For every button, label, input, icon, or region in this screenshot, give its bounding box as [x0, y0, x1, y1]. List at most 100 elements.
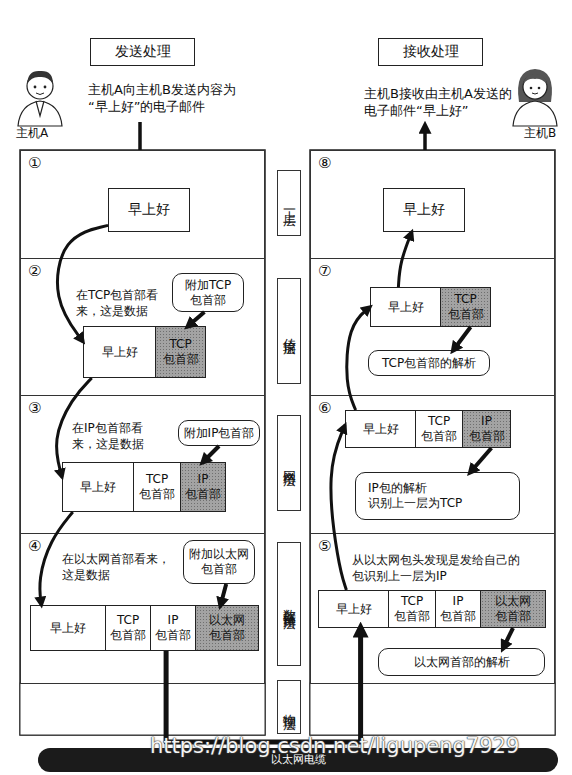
box-text: 以太网电缆: [271, 753, 326, 767]
box-text: 早上好: [403, 201, 445, 219]
host-b-figure: [513, 69, 557, 126]
box-text: TCP 包首部: [156, 337, 205, 367]
figure-eye: [34, 86, 37, 89]
header-arrow: [188, 312, 204, 326]
figure-fringe: [523, 74, 547, 84]
host-a-figure: [18, 71, 62, 126]
box-text: 早上好: [50, 621, 86, 636]
payload-cell: TCP 包首部: [105, 605, 151, 651]
figure-eye: [44, 86, 47, 89]
box-text: 以太网 包首部: [481, 594, 545, 624]
data-note: 在TCP包首部看 来，这是数据: [76, 288, 168, 319]
box-text: 接收处理: [403, 43, 459, 61]
payload-cell: TCP 包首部: [388, 590, 436, 628]
layer-band: ① 早上好: [20, 150, 265, 259]
box-text: TCP 包首部: [441, 292, 490, 322]
box-text: 早上好: [102, 345, 138, 360]
physical-row: [20, 683, 265, 735]
layer-band: ⑤ 早上好 TCP 包首部IP 包首部以太网 包首部以太网首部的解析: [310, 533, 555, 684]
figure-mouth: [36, 93, 44, 95]
ethernet-cable: 以太网电缆: [38, 748, 558, 772]
layer-name: 物理层: [277, 680, 301, 734]
payload-cell: IP 包首部: [435, 590, 481, 628]
figure-hair: [27, 71, 53, 84]
cable-link: [166, 628, 361, 742]
step-number: ③: [28, 399, 41, 418]
box-text: 早上好: [388, 300, 424, 315]
flow-arrow: [331, 425, 346, 590]
host-name: 主机A: [16, 126, 48, 142]
layer-name: 传输层: [277, 278, 301, 384]
layer-band: ②附加TCP 包首部早上好TCP 包首部: [20, 258, 265, 396]
layer-title: 网络层: [281, 460, 297, 466]
header-cell: IP 包首部: [462, 410, 511, 448]
payload-cell: 早上好: [83, 326, 156, 378]
step-number: ①: [28, 154, 41, 173]
layer-band: ④ 附加以太网 包首部早上好 TCP 包首部IP 包首部以太网 包首部: [20, 533, 265, 684]
callout-box: 附加IP包首部: [178, 420, 260, 446]
box-text: 早上好: [336, 602, 372, 617]
physical-row: [310, 683, 555, 735]
payload-box: 早上好: [108, 188, 190, 232]
flow-arrow: [347, 307, 370, 410]
layer-title: 上一层: [281, 200, 297, 206]
payload-cell: 早上好: [30, 605, 106, 651]
layer-name: 网络层: [277, 415, 301, 511]
box-text: 附加TCP 包首部: [173, 278, 243, 308]
box-text: 以太网 包首部: [196, 613, 258, 643]
payload-cell: TCP 包首部: [133, 462, 181, 512]
stage-heading: 发送处理: [90, 38, 195, 66]
data-note: 在以太网首部看来， 这是数据: [62, 552, 182, 583]
box-text: 以太网首部的解析: [414, 655, 510, 670]
box-text: TCP 包首部: [389, 594, 435, 624]
step-number: ⑦: [318, 262, 331, 281]
header-arrow: [471, 448, 492, 472]
figure-hair: [518, 69, 552, 102]
payload-cell: 早上好: [370, 287, 441, 327]
callout-box: 附加TCP 包首部: [172, 273, 244, 312]
figure-eye: [530, 87, 533, 90]
figure-collar: [36, 101, 44, 116]
box-text: 附加以太网 包首部: [184, 547, 254, 577]
box-text: IP 包首部: [436, 594, 480, 624]
step-number: ⑤: [318, 537, 331, 556]
box-text: 附加IP包首部: [184, 426, 255, 441]
host-name: 主机B: [524, 126, 556, 142]
box-text: IP 包首部: [151, 613, 195, 643]
callout-box: 以太网首部的解析: [378, 648, 545, 676]
figure-body: [18, 101, 62, 126]
box-text: 早上好: [80, 480, 116, 495]
header-arrow: [203, 446, 219, 462]
header-cell: 以太网 包首部: [195, 605, 259, 651]
watermark: https://blog.csdn.net/ligupeng7929: [150, 733, 519, 760]
payload-cell: 早上好: [62, 462, 134, 512]
receive-panel: [310, 150, 555, 735]
box-text: IP 包首部: [181, 472, 225, 502]
box-text: 早上好: [128, 201, 170, 219]
layer-name: 上一层: [277, 170, 301, 236]
box-text: IP包的解析 识别上一层为TCP: [368, 481, 519, 511]
receiver-note: 主机B接收由主机A发送的 电子邮件“早上好”: [364, 86, 522, 120]
layer-band: ⑥ 早上好TCP 包首部IP 包首部 IP包的解析 识别上一层为TCP: [310, 395, 555, 534]
step-number: ⑥: [318, 399, 331, 418]
header-arrow: [453, 327, 470, 350]
payload-cell: TCP 包首部: [415, 410, 463, 448]
header-arrow: [503, 628, 513, 648]
payload-cell: 早上好: [345, 410, 416, 448]
header-arrow: [221, 584, 227, 605]
layer-name: 数据链路层: [277, 542, 301, 666]
stage-heading: 接收处理: [378, 38, 483, 66]
flow-arrow: [57, 225, 108, 341]
box-text: IP 包首部: [463, 414, 510, 444]
callout-box: IP包的解析 识别上一层为TCP: [355, 472, 520, 520]
figure-eye: [538, 87, 541, 90]
layer-band: ⑦早上好TCP 包首部TCP包首部的解析: [310, 258, 555, 396]
ip-detect-note: 从以太网包头发现是发给自己的 包识别上一层为IP: [352, 553, 534, 584]
box-text: TCP 包首部: [134, 472, 180, 502]
step-number: ⑧: [318, 154, 331, 173]
step-number: ④: [28, 537, 41, 556]
payload-cell: 早上好: [318, 590, 389, 628]
box-text: TCP 包首部: [416, 414, 462, 444]
